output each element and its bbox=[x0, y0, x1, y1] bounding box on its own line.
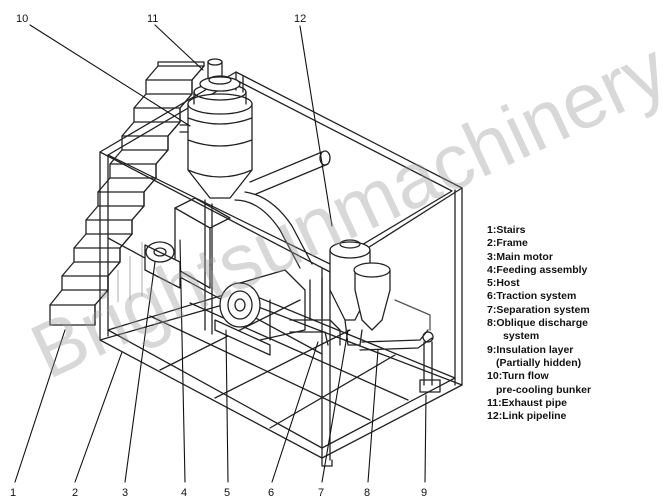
turn-flow-bunker bbox=[179, 75, 253, 199]
callout-1: 1 bbox=[10, 487, 16, 499]
legend-item-5: 5:Host bbox=[487, 277, 520, 290]
legend-item-9: 9:Insulation layer bbox=[487, 343, 574, 356]
legend-item-7: 7:Separation system bbox=[487, 303, 590, 316]
callout-3: 3 bbox=[122, 487, 128, 499]
legend-item-11: 11:Exhaust pipe bbox=[487, 396, 567, 409]
callout-5: 5 bbox=[224, 487, 230, 499]
legend-item-10-cont: pre-cooling bunker bbox=[496, 383, 592, 396]
legend-item-1: 1:Stairs bbox=[487, 224, 526, 236]
legend-item-6: 6:Traction system bbox=[487, 290, 577, 303]
legend-item-2: 2:Frame bbox=[487, 237, 528, 250]
callout-11: 11 bbox=[147, 13, 158, 25]
callout-8: 8 bbox=[364, 487, 370, 499]
callout-4: 4 bbox=[181, 487, 187, 499]
leader-lines bbox=[14, 24, 427, 483]
callout-numbers: 10 11 12 1 2 3 4 5 6 7 8 9 bbox=[10, 13, 427, 499]
legend-item-8-cont: system bbox=[503, 330, 540, 343]
legend: 1:Stairs 2:Frame 3:Main motor 4:Feeding … bbox=[487, 224, 665, 423]
link-pipeline bbox=[234, 150, 331, 269]
legend-item-10: 10:Turn flow bbox=[487, 370, 549, 383]
separation-system bbox=[329, 239, 391, 346]
callout-6: 6 bbox=[268, 487, 274, 499]
legend-item-9-cont: (Partially hidden) bbox=[496, 356, 582, 369]
feeding-assembly bbox=[174, 197, 231, 335]
callout-2: 2 bbox=[72, 487, 78, 499]
main-motor bbox=[144, 241, 181, 289]
legend-item-4: 4:Feeding assembly bbox=[487, 263, 588, 276]
exhaust-pipe bbox=[207, 58, 223, 79]
legend-item-12: 12:Link pipeline bbox=[487, 410, 567, 423]
callout-12: 12 bbox=[294, 13, 306, 25]
host bbox=[214, 269, 306, 356]
insulation-layer bbox=[394, 299, 441, 393]
traction-system bbox=[289, 277, 341, 346]
legend-item-3: 3:Main motor bbox=[487, 250, 553, 263]
legend-item-8: 8:Oblique discharge bbox=[487, 317, 588, 330]
callout-7: 7 bbox=[318, 487, 324, 499]
callout-10: 10 bbox=[16, 13, 28, 25]
oblique-discharge bbox=[359, 329, 434, 386]
callout-9: 9 bbox=[421, 487, 427, 499]
